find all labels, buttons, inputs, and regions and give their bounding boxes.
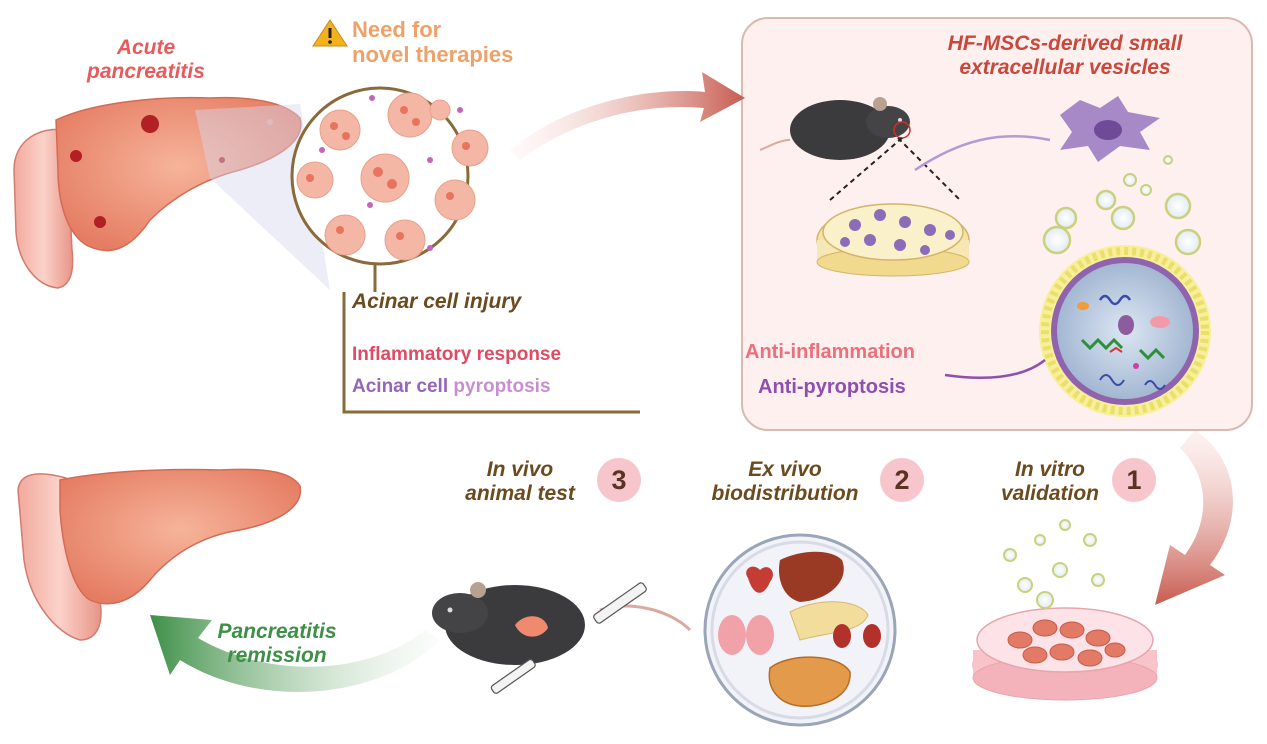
acinar-injury-label: Acinar cell injury <box>352 290 522 313</box>
remission-label: Pancreatitis remission <box>217 620 337 667</box>
step-1-badge: 1 <box>1112 458 1156 502</box>
organs-icon <box>703 533 897 727</box>
cell-culture-dish-icon <box>816 203 970 277</box>
pyroptosis-prefix: Acinar cell <box>352 376 454 397</box>
in-vivo-label: In vivo animal test <box>465 458 575 505</box>
ex-vivo-label: Ex vivo biodistribution <box>711 458 859 505</box>
pyroptosis-word: pyroptosis <box>453 376 551 397</box>
need-therapies-label: Need for novel therapies <box>352 17 514 67</box>
test-mouse-icon <box>432 582 692 665</box>
syringe-icon <box>490 582 647 694</box>
petri-dish-icon <box>972 607 1158 701</box>
anti-connector <box>944 359 1046 379</box>
floating-vesicles <box>1042 155 1202 256</box>
vesicle-icon <box>1039 245 1211 417</box>
arrow-to-panel <box>510 72 745 160</box>
bracket-line <box>342 263 640 414</box>
acute-pancreas-icon <box>13 96 302 289</box>
arrow-down <box>1155 430 1233 605</box>
donor-mouse-icon <box>759 97 961 201</box>
anti-pyroptosis-label: Anti-pyroptosis <box>758 376 906 398</box>
inflammatory-response-label: Inflammatory response <box>352 344 562 365</box>
pyroptosis-label: Acinar cell pyroptosis <box>352 376 551 397</box>
acinar-zoom-circle <box>290 86 489 266</box>
acute-pancreatitis-label: Acute pancreatitis <box>87 36 205 83</box>
step-2-badge: 2 <box>880 458 924 502</box>
in-vitro-label: In vitro validation <box>1000 458 1100 505</box>
step-3-badge: 3 <box>597 458 641 502</box>
stem-cell-icon <box>1060 96 1160 162</box>
pancreas-icon <box>17 468 302 641</box>
remission-arrow <box>150 615 440 693</box>
vitro-vesicles <box>1003 519 1105 609</box>
vesicles-title: HF-MSCs-derived small extracellular vesi… <box>947 32 1183 79</box>
warning-icon <box>312 19 348 47</box>
anti-inflammation-label: Anti-inflammation <box>745 341 915 363</box>
connector-line <box>914 135 1051 172</box>
